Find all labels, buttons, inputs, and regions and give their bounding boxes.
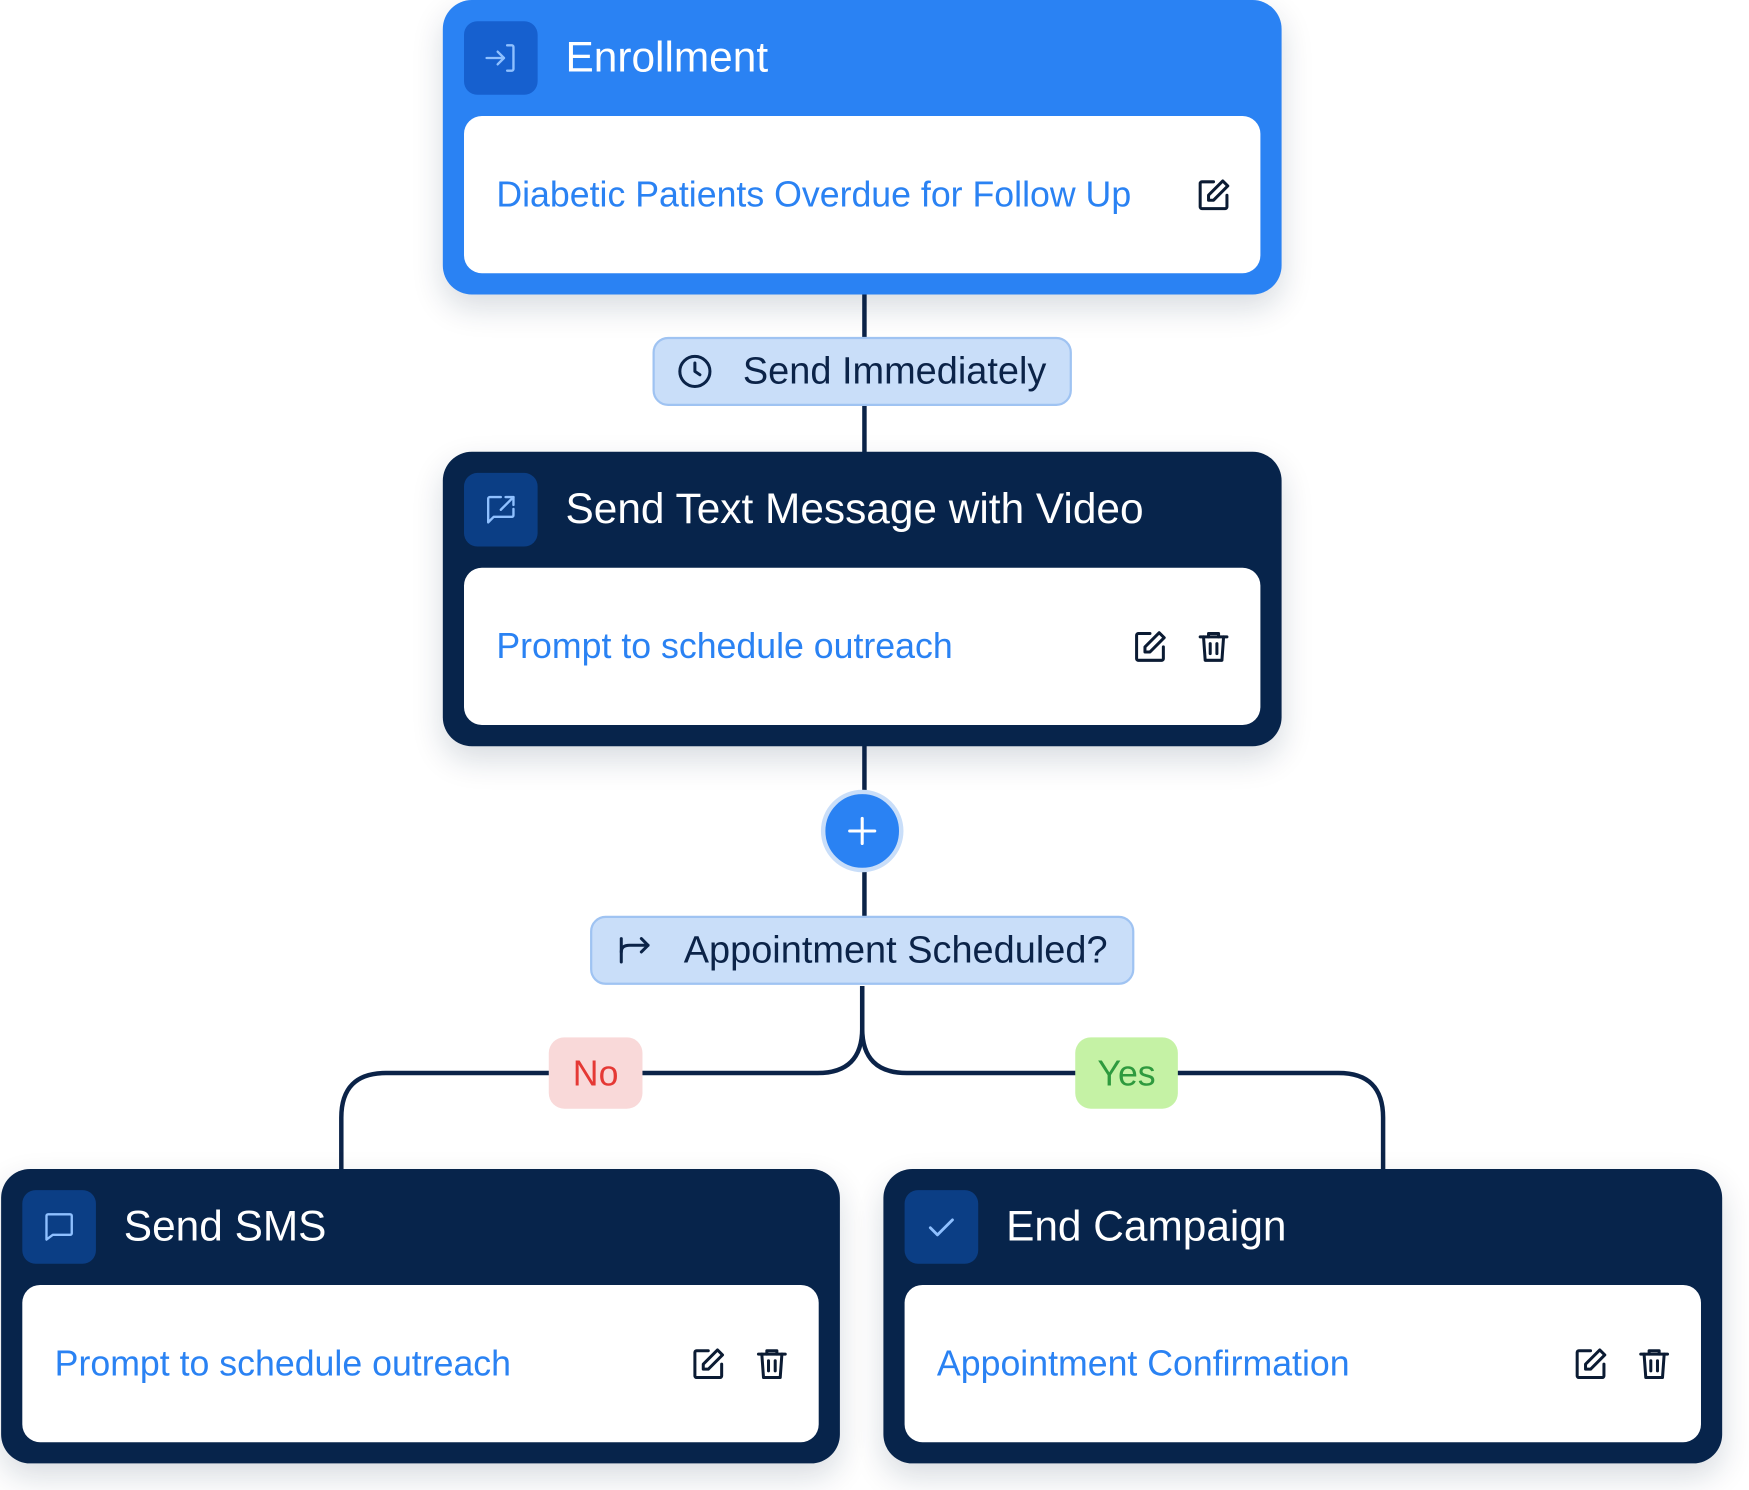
enrollment-card-header: Enrollment	[464, 21, 1260, 95]
share-message-icon	[464, 472, 538, 547]
plus-icon	[845, 814, 878, 847]
add-step-button[interactable]	[820, 789, 904, 873]
video-message-card-header: Send Text Message with Video	[464, 472, 1260, 547]
check-icon	[904, 1190, 979, 1264]
enrollment-body: Diabetic Patients Overdue for Follow Up	[464, 116, 1261, 274]
condition-pill[interactable]: Appointment Scheduled?	[590, 915, 1135, 985]
edit-icon[interactable]	[686, 1341, 731, 1386]
trash-icon[interactable]	[1632, 1341, 1677, 1386]
end-campaign-title: End Campaign	[1006, 1202, 1287, 1250]
send-sms-card-header: Send SMS	[22, 1190, 818, 1264]
send-sms-text: Prompt to schedule outreach	[54, 1342, 511, 1384]
message-icon	[22, 1190, 96, 1264]
timing-label: Send Immediately	[742, 349, 1047, 393]
send-sms-body: Prompt to schedule outreach	[22, 1284, 819, 1443]
end-campaign-card: End Campaign Appointment Confirmation	[883, 1168, 1723, 1464]
enter-icon	[464, 21, 538, 95]
video-message-text: Prompt to schedule outreach	[496, 625, 953, 666]
no-branch-badge: No	[548, 1037, 643, 1109]
enrollment-title: Enrollment	[565, 34, 769, 81]
video-message-title: Send Text Message with Video	[565, 485, 1144, 533]
trash-icon[interactable]	[1191, 624, 1236, 669]
end-campaign-text: Appointment Confirmation	[936, 1342, 1350, 1384]
timing-pill[interactable]: Send Immediately	[652, 336, 1072, 407]
edit-icon[interactable]	[1191, 172, 1236, 217]
edit-icon[interactable]	[1568, 1341, 1613, 1386]
send-sms-title: Send SMS	[123, 1202, 327, 1250]
enrollment-list-name: Diabetic Patients Overdue for Follow Up	[496, 174, 1132, 215]
trash-icon[interactable]	[750, 1341, 795, 1386]
yes-branch-badge: Yes	[1075, 1037, 1178, 1109]
enrollment-card: Enrollment Diabetic Patients Overdue for…	[442, 0, 1282, 295]
clock-icon	[675, 351, 715, 391]
end-campaign-body: Appointment Confirmation	[904, 1284, 1701, 1443]
branch-icon	[615, 930, 655, 970]
end-campaign-card-header: End Campaign	[904, 1190, 1701, 1264]
video-message-body: Prompt to schedule outreach	[464, 567, 1261, 726]
edit-icon[interactable]	[1128, 624, 1173, 669]
video-message-card: Send Text Message with Video Prompt to s…	[442, 451, 1282, 747]
condition-label: Appointment Scheduled?	[683, 928, 1108, 971]
send-sms-card: Send SMS Prompt to schedule outreach	[1, 1168, 840, 1464]
